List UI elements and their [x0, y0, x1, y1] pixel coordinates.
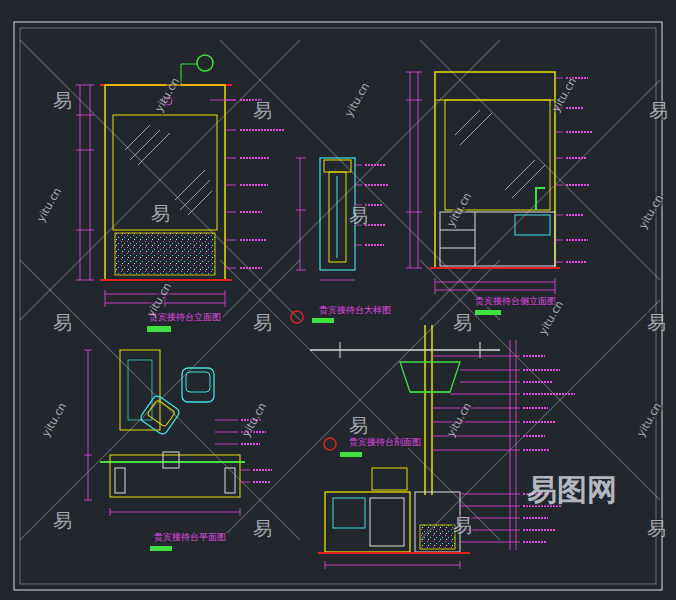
watermark: 易: [252, 100, 273, 121]
view-title: 贵宾接待台大样图: [317, 306, 393, 316]
watermark: 易: [52, 510, 73, 531]
view-title: 贵宾接待台剖面图: [347, 438, 423, 448]
watermark: yitu.cn: [637, 192, 667, 232]
watermark: 易: [646, 518, 667, 539]
watermark: 易: [150, 203, 171, 224]
watermark: yitu.cn: [35, 185, 65, 225]
watermark: 易: [648, 100, 669, 121]
watermark: 易: [646, 312, 667, 333]
watermark: yitu.cn: [40, 400, 70, 440]
watermark: yitu.cn: [445, 400, 475, 440]
view-title: 贵宾接待台侧立面图: [473, 297, 558, 307]
watermark: yitu.cn: [343, 80, 373, 120]
watermark: 易: [348, 415, 369, 436]
watermark: 易: [52, 90, 73, 111]
watermark: 易: [348, 205, 369, 226]
watermark: yitu.cn: [153, 75, 183, 115]
watermark: yitu.cn: [635, 400, 665, 440]
watermark: 易: [452, 312, 473, 333]
watermark: 易: [252, 312, 273, 333]
watermark: 易: [252, 518, 273, 539]
watermark: 易: [52, 312, 73, 333]
view-title: 贵宾接待台平面图: [152, 533, 228, 543]
view-title: 贵宾接待台立面图: [147, 313, 223, 323]
watermark: 易: [452, 515, 473, 536]
watermark-logo: 易图网: [525, 473, 619, 506]
